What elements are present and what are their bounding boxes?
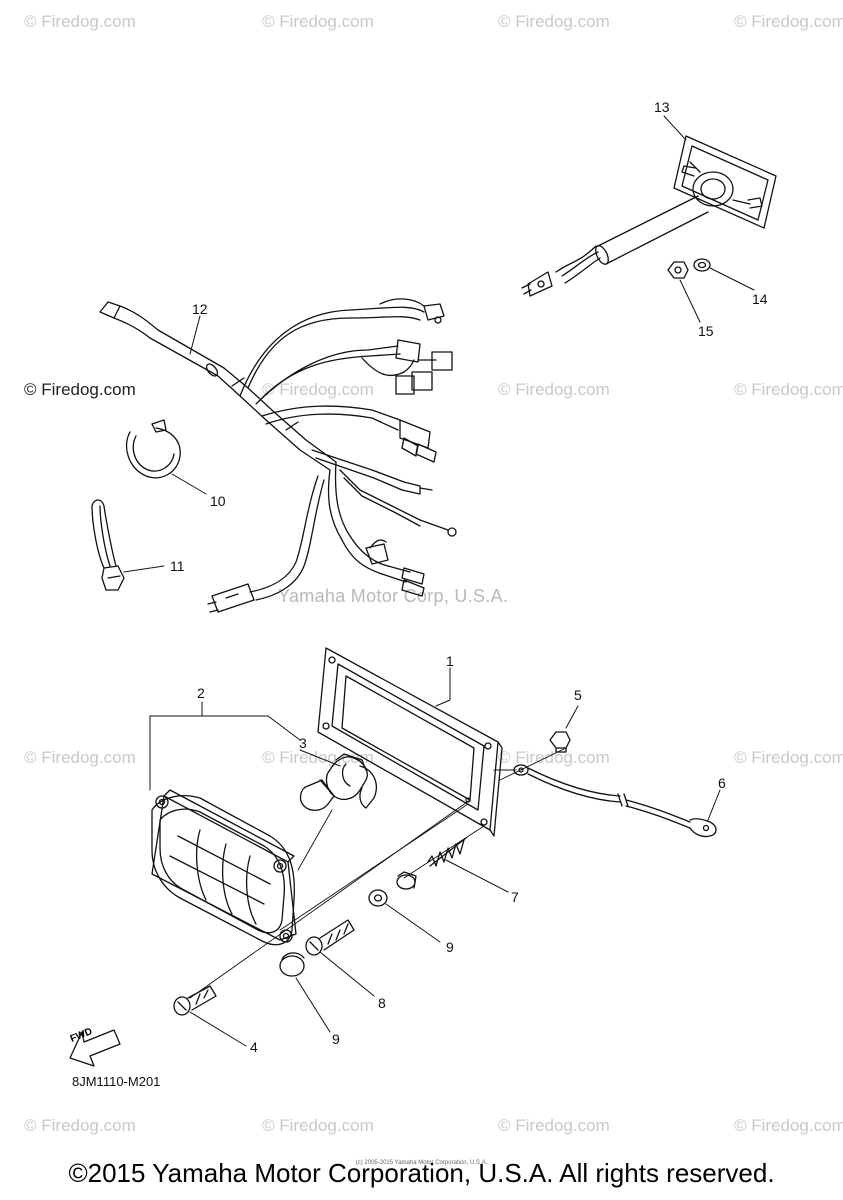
watermark: © Firedog.com (262, 380, 374, 399)
watermark: © Firedog.com (734, 748, 843, 767)
part-6-ground-wire (513, 764, 717, 838)
callout-3: 3 (299, 735, 307, 751)
watermark: © Firedog.com (734, 1116, 843, 1135)
corp-watermark: Yamaha Motor Corp, U.S.A. (278, 586, 509, 606)
callout-9: 9 (332, 1031, 340, 1047)
watermark: © Firedog.com (498, 380, 610, 399)
callout-12: 12 (192, 301, 208, 317)
watermark: © Firedog.com (498, 748, 610, 767)
part-5-nut (549, 731, 571, 753)
callout-7: 7 (511, 889, 519, 905)
callout-15: 15 (698, 323, 714, 339)
part-12-harness (99, 298, 457, 613)
part-7-spring (427, 837, 467, 867)
callout-2: 2 (197, 685, 205, 701)
part-9-washers (279, 871, 417, 977)
part-1-frame (317, 647, 503, 837)
copyright-small: (c) 2005-2015 Yamaha Motor Corporation, … (355, 1160, 488, 1166)
part-3-bulb (299, 753, 377, 811)
watermark: © Firedog.com (262, 1116, 374, 1135)
watermark: © Firedog.com (24, 748, 136, 767)
diagram-code: 8JM1110-M201 (72, 1074, 161, 1089)
callout-11: 11 (170, 558, 185, 574)
part-11-tie (91, 499, 125, 591)
callout-1: 1 (446, 653, 454, 669)
callout-4: 4 (250, 1039, 258, 1055)
watermark: © Firedog.com (498, 1116, 610, 1135)
watermark: © Firedog.com (24, 12, 136, 31)
watermark: © Firedog.com (498, 12, 610, 31)
watermark: © Firedog.com (734, 380, 843, 399)
copyright-footer: ©2015 Yamaha Motor Corporation, U.S.A. A… (68, 1158, 775, 1188)
part-8-screw (305, 919, 355, 956)
callout-5: 5 (574, 687, 582, 703)
callout-8: 8 (378, 995, 386, 1011)
watermark: © Firedog.com (262, 12, 374, 31)
part-10-clamp (125, 419, 181, 479)
callout-9: 9 (446, 939, 454, 955)
alignment-lines (189, 747, 567, 999)
callout-14: 14 (752, 291, 768, 307)
part-2-headlight (151, 789, 297, 946)
callout-6: 6 (718, 775, 726, 791)
leader-lines (123, 115, 755, 1047)
watermark-dark: © Firedog.com (24, 380, 136, 399)
part-13-meter (521, 135, 777, 297)
callout-10: 10 (210, 493, 226, 509)
watermark: © Firedog.com (24, 1116, 136, 1135)
part-4-screw (173, 985, 217, 1016)
callout-13: 13 (654, 99, 670, 115)
fwd-arrow-icon (69, 1029, 121, 1067)
watermark: © Firedog.com (734, 12, 843, 31)
